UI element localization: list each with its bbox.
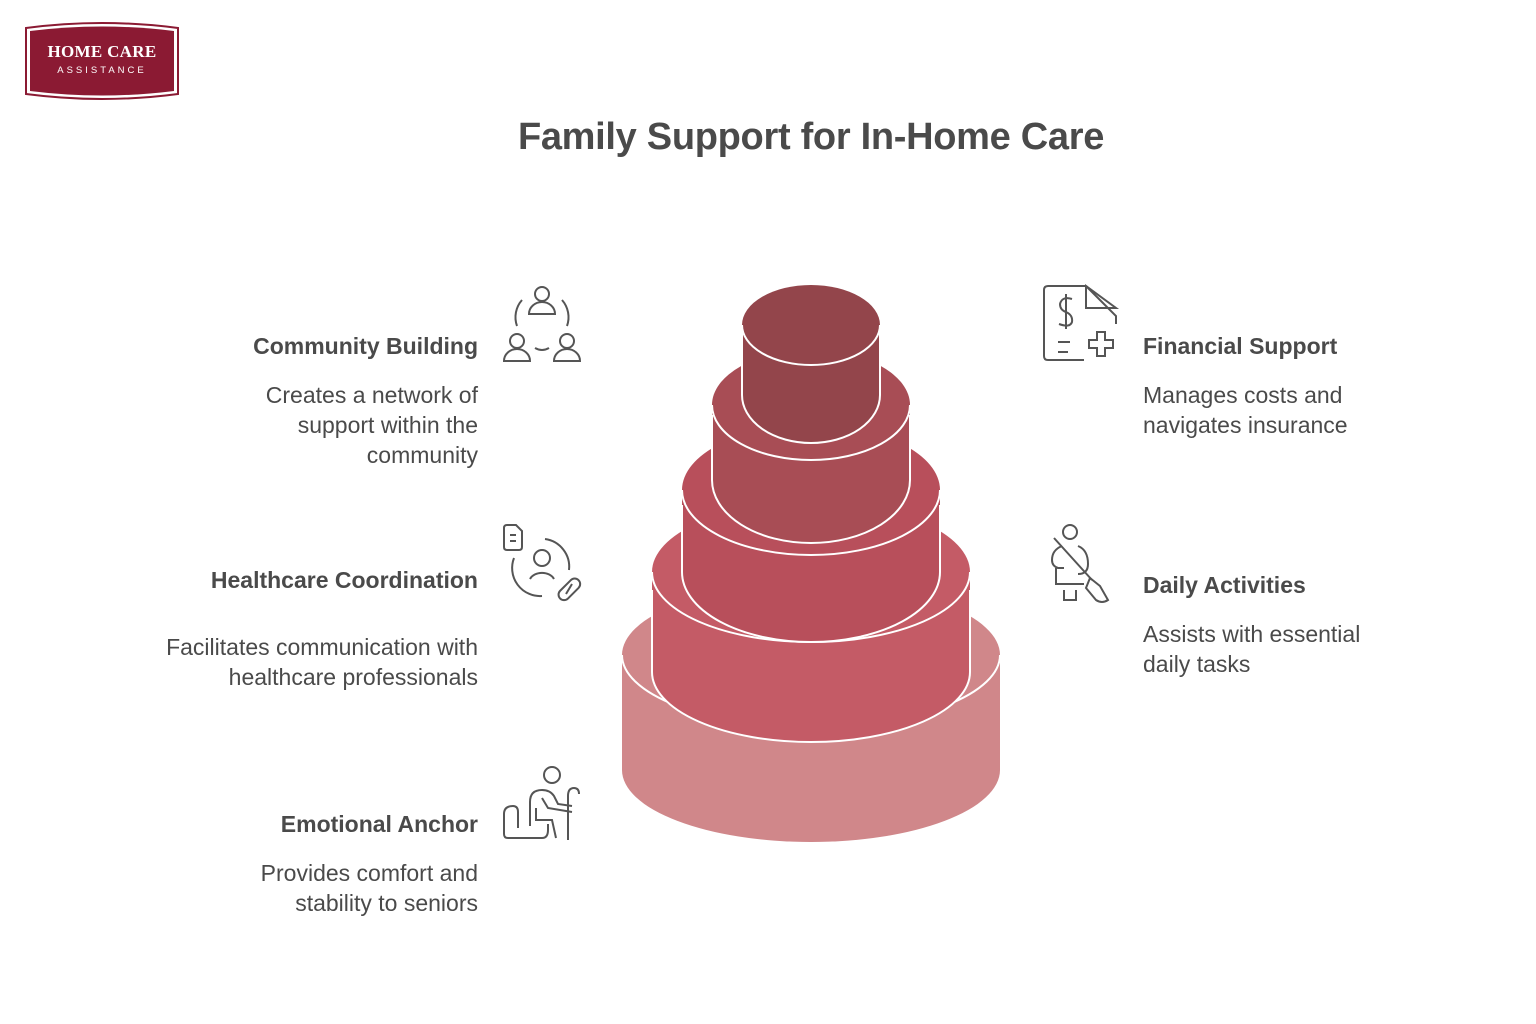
tier-1-top [741,285,881,444]
emotional-anchor-item: Emotional Anchor Provides comfort and st… [261,811,478,918]
healthcare-coordination-description: Facilitates communication with healthcar… [166,634,478,690]
healthcare-person-pill-icon [503,524,582,602]
financial-document-icon [1043,284,1120,361]
daily-activities-title: Daily Activities [1143,572,1306,598]
page-title: Family Support for In-Home Care [517,116,1105,158]
emotional-anchor-title: Emotional Anchor [280,811,478,837]
daily-activities-description: Assists with essential daily tasks [1143,621,1361,677]
emotional-anchor-description: Provides comfort and stability to senior… [260,860,478,916]
home-care-assistance-logo: HOME CARE ASSISTANCE [24,22,180,100]
financial-support-title: Financial Support [1143,333,1338,359]
community-building-item: Community Building Creates a network of … [253,333,478,470]
healthcare-coordination-title: Healthcare Coordination [210,567,478,593]
logo-line1: HOME CARE [47,42,157,61]
healthcare-coordination-item: Healthcare Coordination Facilitates comm… [166,567,478,692]
financial-support-item: Financial Support Manages costs and navi… [1143,333,1348,440]
community-building-description: Creates a network of support within the … [265,382,478,468]
logo-line2: ASSISTANCE [57,65,147,76]
person-sweeping-icon [1050,524,1110,603]
senior-with-cane-icon [503,766,580,840]
financial-support-description: Manages costs and navigates insurance [1143,382,1348,438]
community-building-title: Community Building [253,333,478,359]
daily-activities-item: Daily Activities Assists with essential … [1143,572,1360,679]
community-group-icon [502,286,582,362]
